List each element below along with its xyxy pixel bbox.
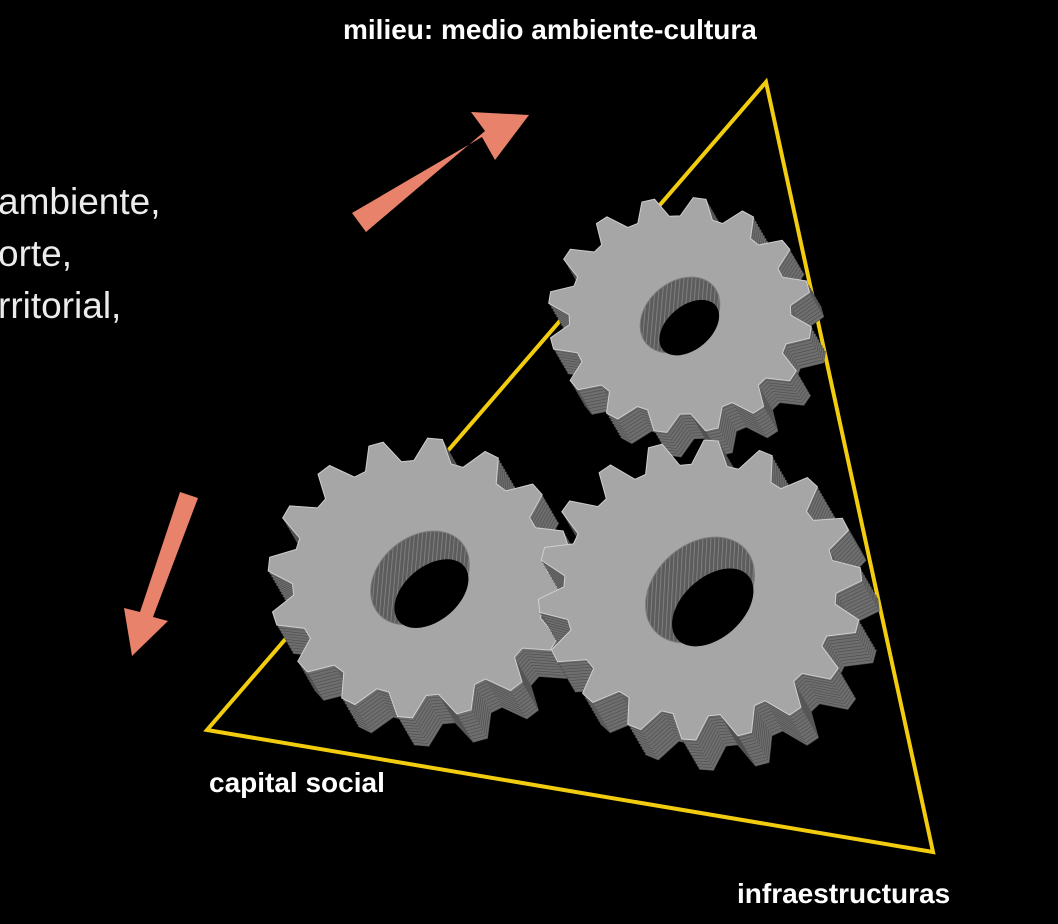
body-text-line: rritorial, <box>0 285 122 326</box>
body-text-line: ambiente, <box>0 181 161 222</box>
label-infraestructuras: infraestructuras <box>737 878 951 909</box>
arrow-down-left-icon <box>124 492 198 656</box>
triangle-frame <box>203 77 936 855</box>
gear-icon <box>267 437 589 747</box>
label-milieu: milieu: medio ambiente-cultura <box>343 14 757 45</box>
arrow-up-right-icon <box>352 112 529 232</box>
label-capital-social: capital social <box>209 767 385 798</box>
gear-icon <box>537 439 880 771</box>
body-text-line: orte, <box>0 233 73 274</box>
gear-icon <box>548 197 826 458</box>
body-text: ambiente, orte, rritorial, <box>0 176 161 332</box>
